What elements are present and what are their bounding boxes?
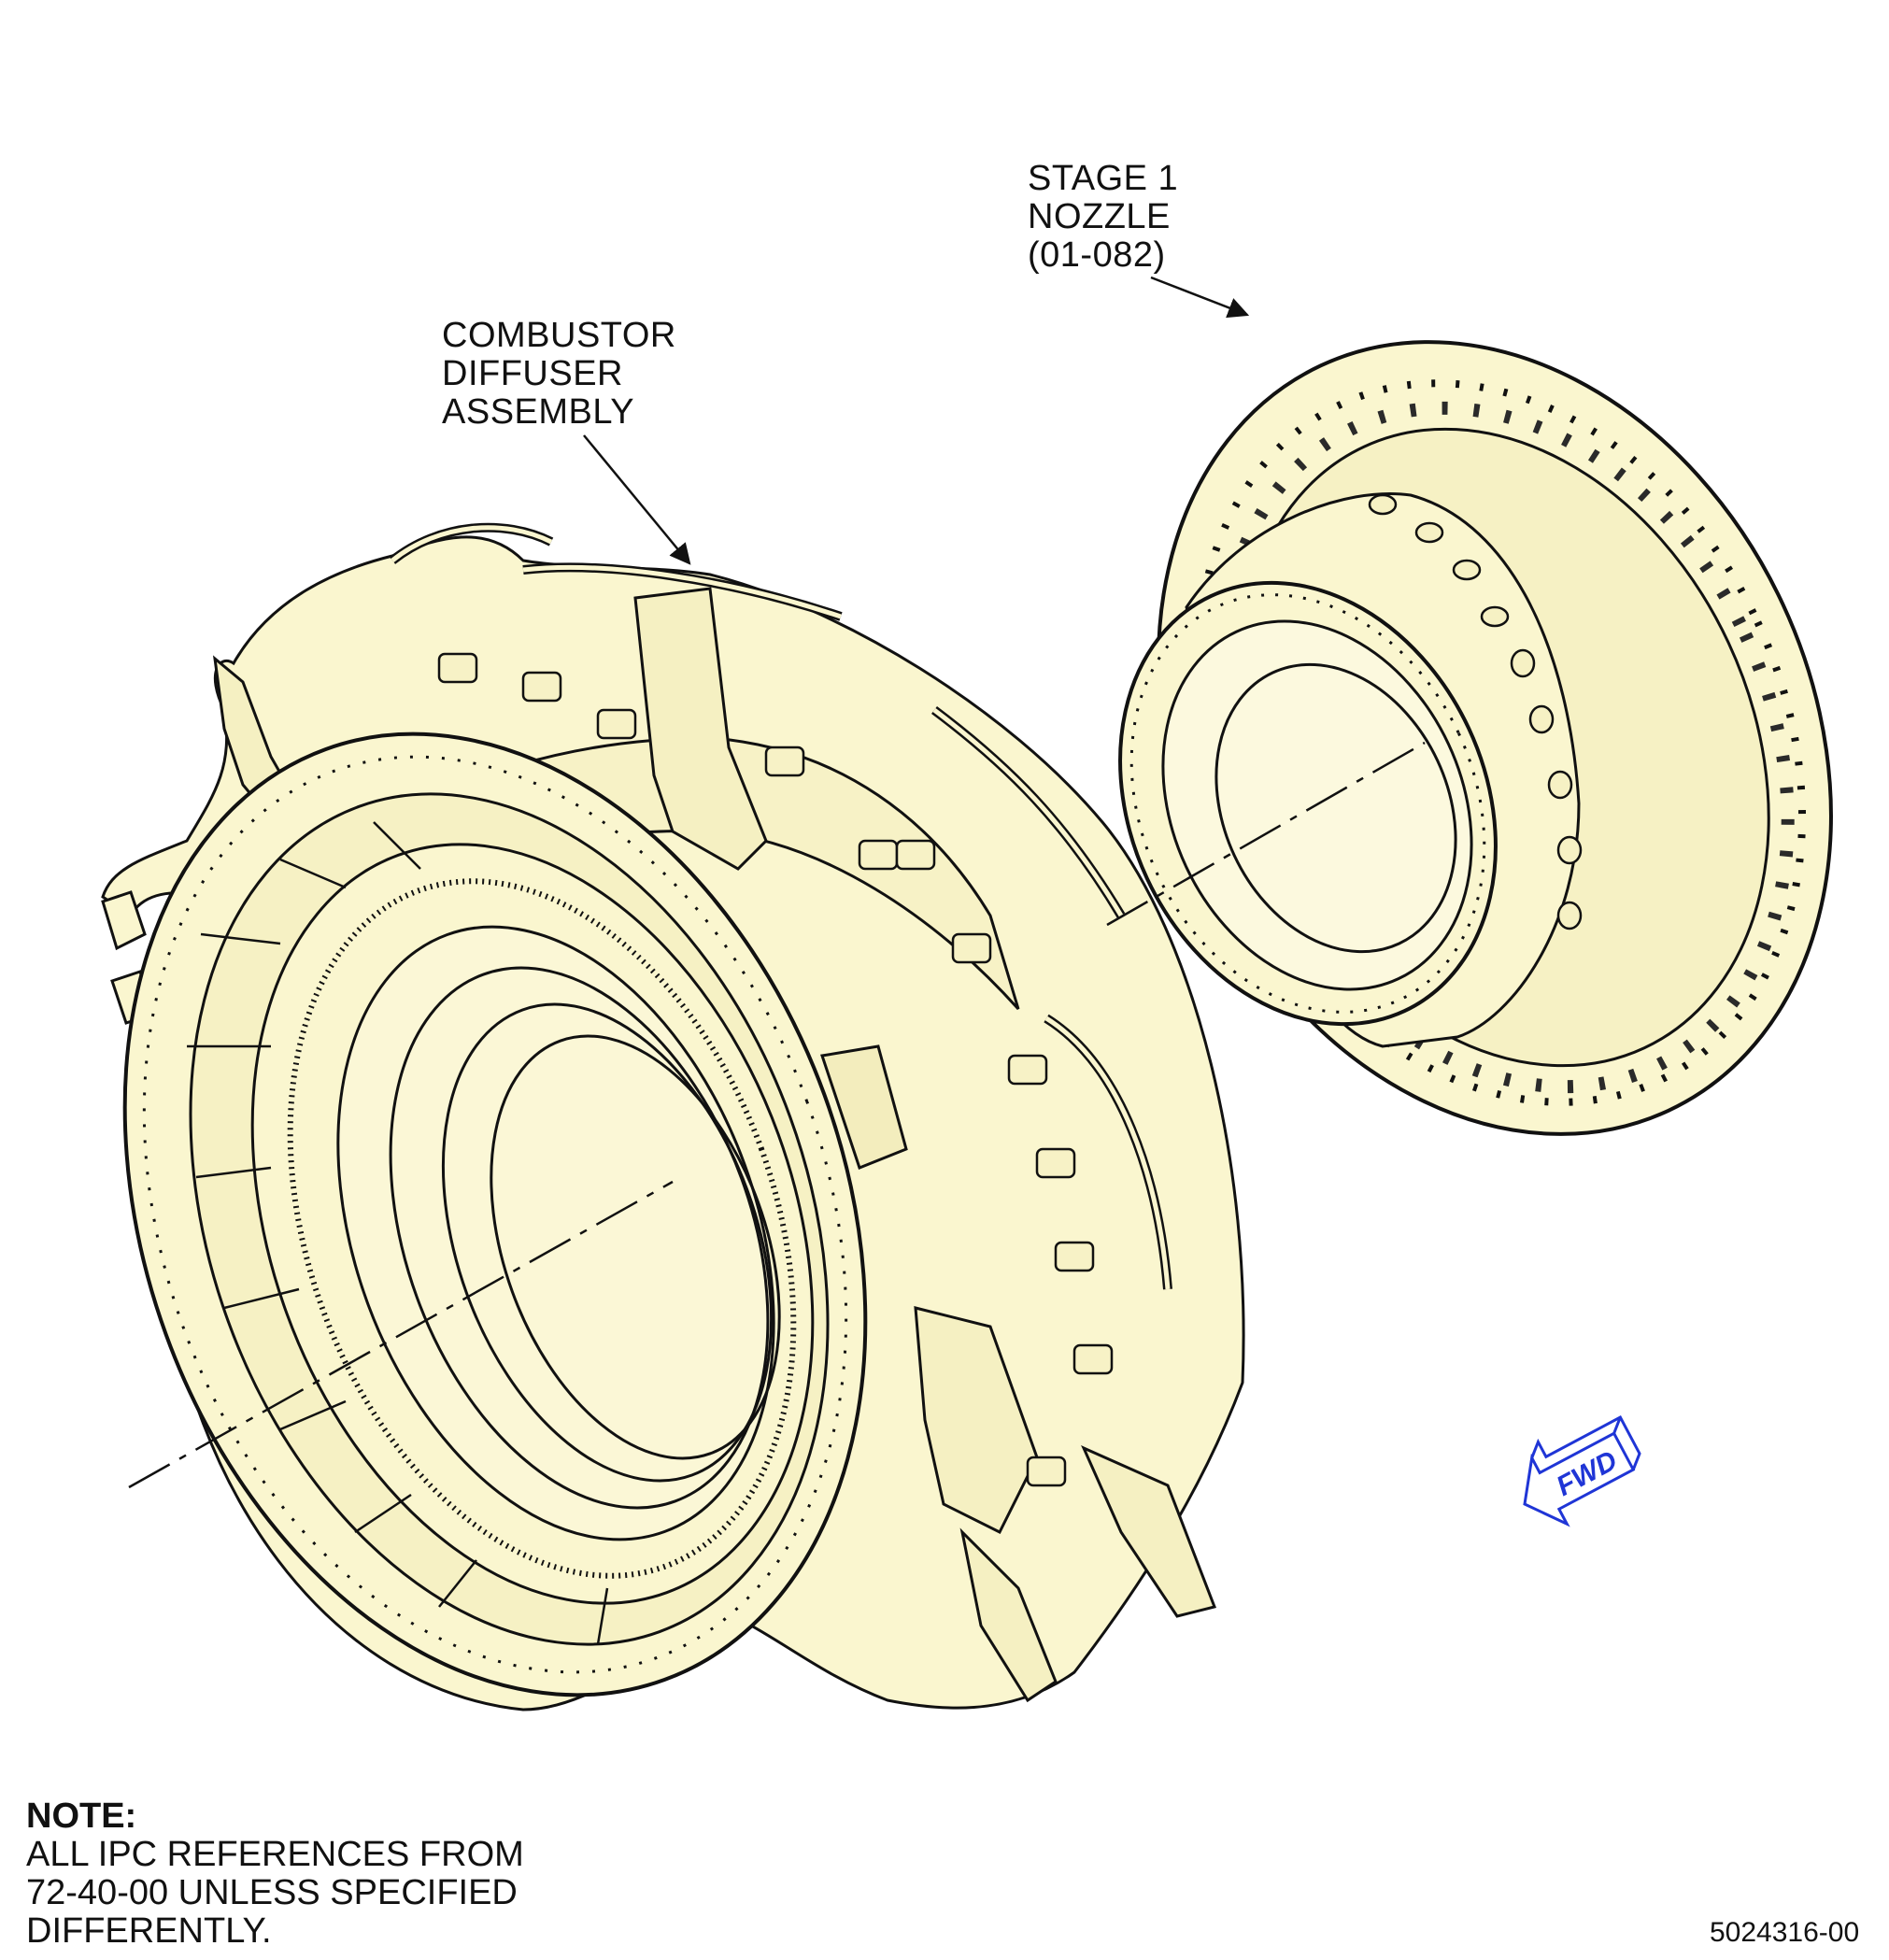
combustor-diffuser-label-line: ASSEMBLY bbox=[442, 392, 635, 432]
note-block: NOTE: ALL IPC REFERENCES FROM 72-40-00 U… bbox=[26, 1797, 524, 1951]
leader-combustor bbox=[583, 434, 691, 565]
stage-1-nozzle-label-line: (01-082) bbox=[1028, 235, 1166, 275]
combustor-diffuser-label-line: DIFFUSER bbox=[442, 354, 623, 393]
stage-1-nozzle-label: STAGE 1 NOZZLE (01-082) bbox=[1028, 160, 1178, 275]
leader-nozzle bbox=[1150, 276, 1250, 319]
note-title: NOTE: bbox=[26, 1797, 137, 1836]
note-line: DIFFERENTLY. bbox=[26, 1911, 272, 1951]
combustor-diffuser-label-line: COMBUSTOR bbox=[442, 316, 676, 355]
leader-lines bbox=[583, 276, 1250, 565]
combustor-diffuser-assembly bbox=[101, 522, 1245, 1711]
fwd-arrow-icon: FWD bbox=[1523, 1415, 1641, 1527]
stage-1-nozzle-label-line: STAGE 1 bbox=[1028, 159, 1179, 198]
combustor-diffuser-label: COMBUSTOR DIFFUSER ASSEMBLY bbox=[442, 317, 676, 432]
stage-1-nozzle bbox=[1118, 340, 1833, 1136]
note-line: ALL IPC REFERENCES FROM bbox=[26, 1835, 524, 1874]
note-line: 72-40-00 UNLESS SPECIFIED bbox=[26, 1873, 518, 1912]
centerline bbox=[128, 741, 1426, 1489]
figure-id: 5024316-00 bbox=[1710, 1917, 1860, 1948]
stage-1-nozzle-label-line: NOZZLE bbox=[1028, 197, 1171, 236]
